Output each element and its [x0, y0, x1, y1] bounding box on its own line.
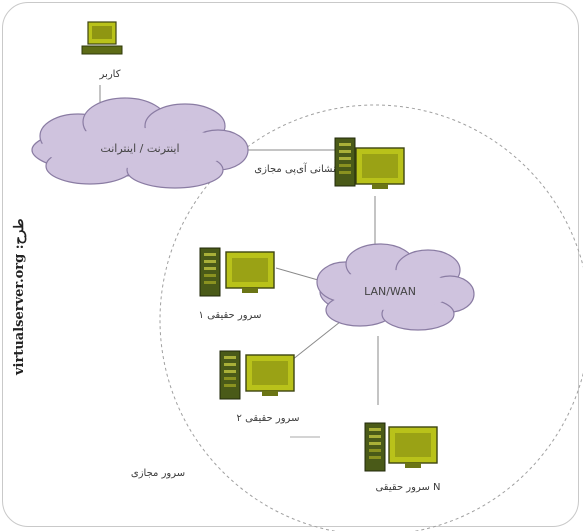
- server-icon: [334, 137, 405, 190]
- connections: [99, 85, 379, 405]
- lan-label: LAN/WAN: [364, 285, 416, 298]
- user-label: کاربر: [99, 69, 121, 80]
- internet-label: اینترنت / اینترانت: [100, 142, 179, 155]
- virtual-server-label: سرور مجازی: [131, 468, 185, 479]
- server-icon: [199, 247, 275, 297]
- virtual-ip-label: نشانی آی‌پی مجازی: [254, 162, 335, 175]
- server2-to-lan-line: [291, 317, 346, 361]
- real-server-n-label: سرور حقیقی N: [375, 482, 440, 493]
- diagram-frame: [2, 2, 579, 527]
- computer-icon: [81, 21, 123, 55]
- credit-text: virtualserver.org :طرح: [12, 218, 27, 375]
- server-icon: [364, 422, 438, 472]
- real-server-1-label: سرور حقیقی ۱: [199, 310, 262, 321]
- real-server-2-label: سرور حقیقی ۲: [237, 413, 300, 424]
- server-icon: [219, 350, 295, 400]
